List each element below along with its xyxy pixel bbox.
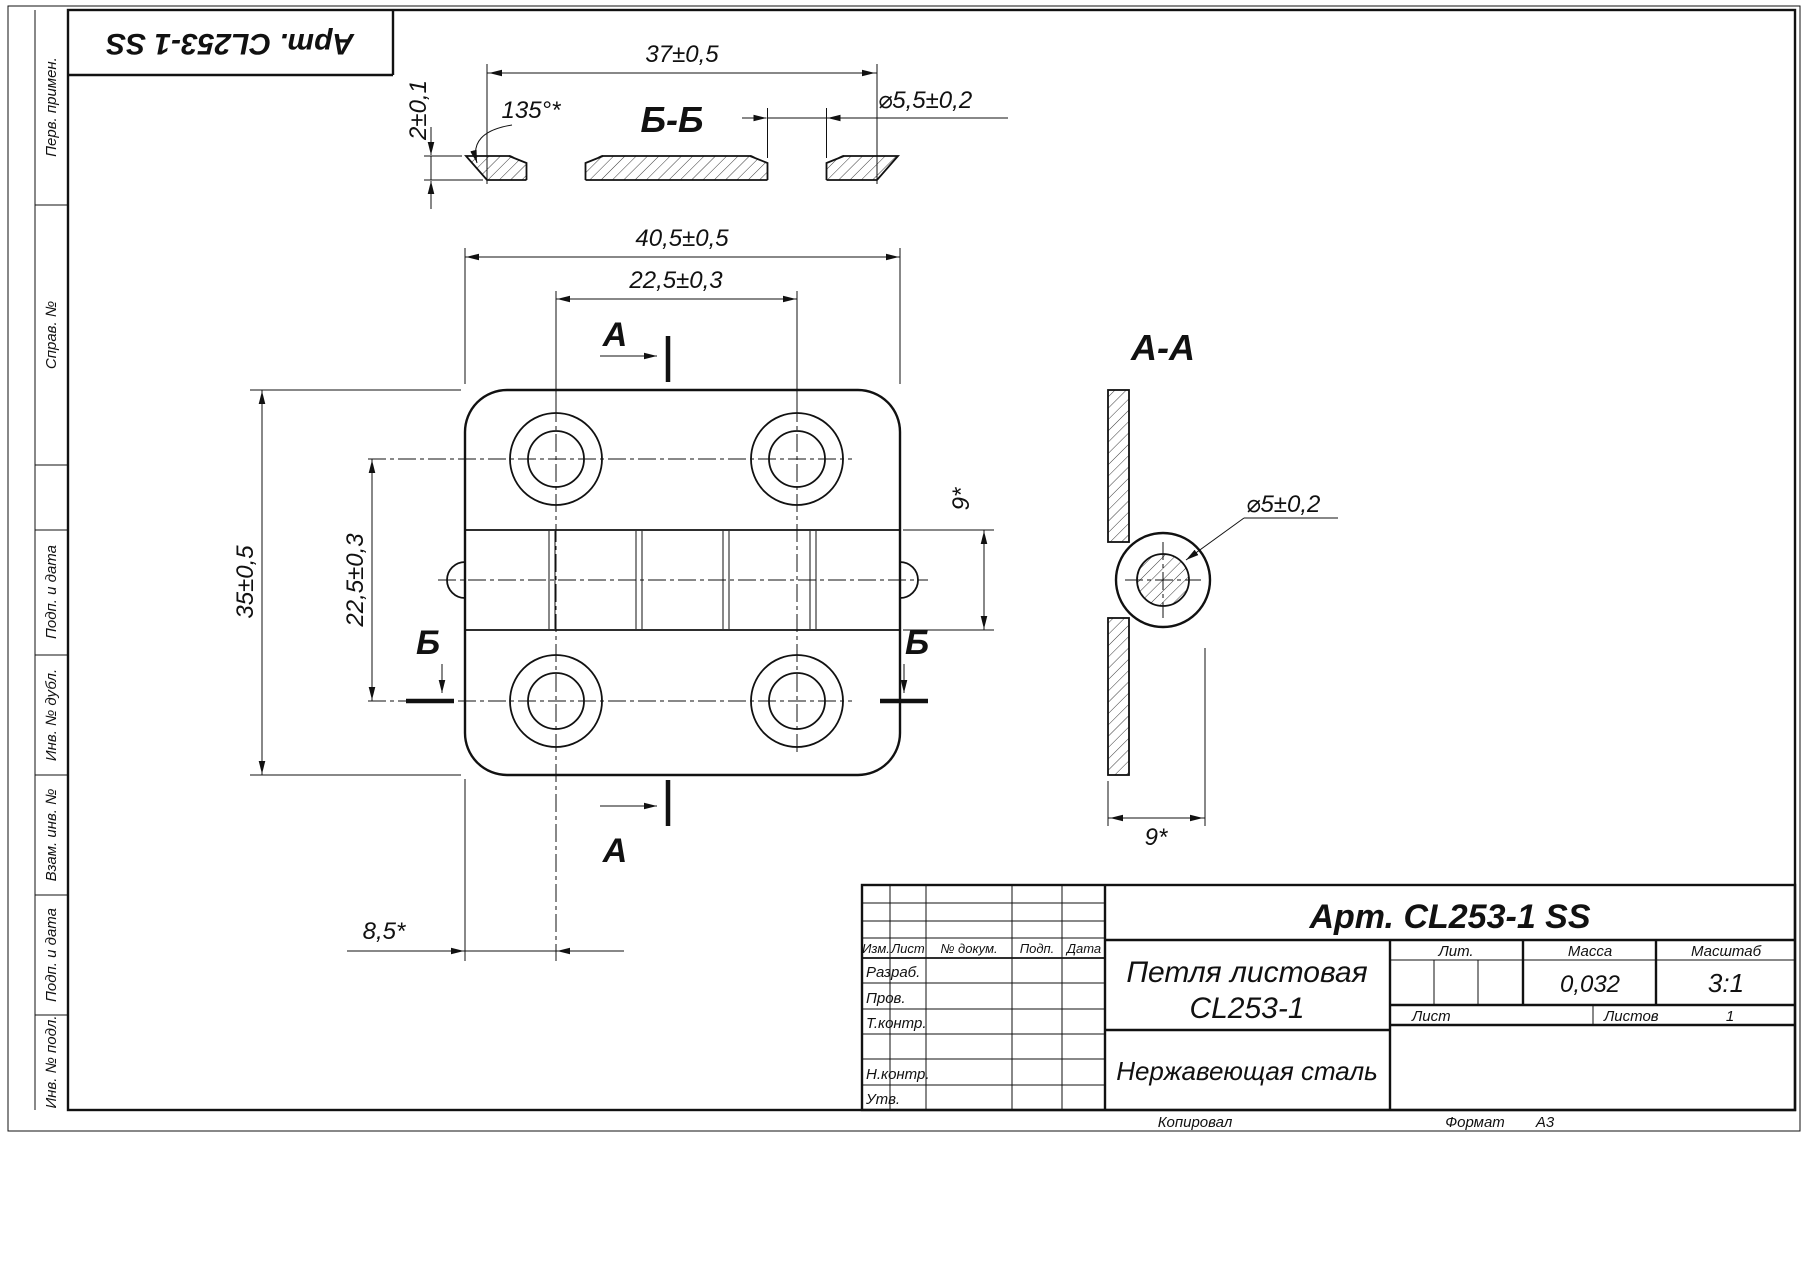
- margin-label-inv-podl: Инв. № подл.: [43, 1015, 60, 1108]
- tb-sheet-label: Лист: [1411, 1008, 1451, 1025]
- margin-column: Перв. примен. Справ. № Подп. и дата Инв.…: [43, 57, 60, 1108]
- section-bb-view: 37±0,5 2±0,1 135°* ⌀5,5±0,2 Б-Б: [405, 41, 1008, 209]
- cut-mark-a-top: А: [600, 316, 671, 382]
- dim-front-hole-offset: 8,5*: [363, 918, 406, 945]
- tb-product-name-line1: Петля листовая: [1126, 956, 1367, 989]
- tb-row-utv: Утв.: [865, 1091, 900, 1108]
- dim-bb-angle: 135°*: [502, 97, 562, 124]
- section-aa-view: А-А ⌀5±0,2 9*: [1107, 327, 1338, 851]
- rotated-stamp: Арт. CL253-1 SS: [68, 10, 395, 77]
- front-view: 40,5±0,5 22,5±0,3 35±0,5 22,5±0,3 9* 8,5: [232, 225, 994, 961]
- dim-front-hole-pitch-x: 22,5±0,3: [628, 267, 723, 294]
- tb-col-izm: Изм.: [862, 941, 890, 956]
- bb-hole-gap-right: [750, 154, 844, 182]
- title-block: Изм. Лист № докум. Подп. Дата Разраб. Пр…: [860, 883, 1797, 1112]
- section-aa-label: А-А: [1130, 327, 1195, 368]
- bb-hole-edges-left: [508, 155, 604, 180]
- footer-format-label: Формат: [1445, 1114, 1505, 1131]
- stamp-text: Арт. CL253-1 SS: [106, 27, 355, 60]
- tb-scale-value: 3:1: [1708, 968, 1744, 998]
- footer-copied: Копировал: [1158, 1114, 1233, 1131]
- margin-label-perv-primen: Перв. примен.: [43, 57, 60, 157]
- cut-a-top-label: А: [602, 316, 628, 354]
- tb-col-list: Лист: [890, 941, 925, 956]
- dim-bb-thickness: 2±0,1: [405, 80, 432, 141]
- tb-row-razrab: Разраб.: [866, 964, 920, 981]
- cut-a-bottom-label: А: [602, 832, 628, 870]
- bb-hole-gap-left: [509, 154, 603, 182]
- tb-product-name-line2: CL253-1: [1189, 992, 1304, 1025]
- tb-row-prov: Пров.: [866, 990, 906, 1007]
- title-block-grid: [862, 885, 1795, 1110]
- tb-sheets-value: 1: [1726, 1008, 1734, 1025]
- tb-col-data: Дата: [1065, 941, 1101, 956]
- footer-format-value: А3: [1535, 1114, 1555, 1131]
- section-bb-label: Б-Б: [641, 99, 704, 140]
- tb-col-dokum: № докум.: [940, 941, 997, 956]
- margin-label-sprav-no: Справ. №: [43, 301, 60, 369]
- tb-material: Нержавеющая сталь: [1116, 1056, 1378, 1086]
- tb-sheets-label: Листов: [1603, 1008, 1659, 1025]
- pin-dia-leader: [1185, 517, 1245, 561]
- dim-front-width: 40,5±0,5: [635, 225, 729, 252]
- cut-b-right-label: Б: [905, 624, 929, 662]
- angle-leader: [470, 124, 513, 164]
- cut-mark-a-bottom: А: [600, 780, 671, 870]
- margin-label-vzam-inv: Взам. инв. №: [43, 789, 60, 882]
- tb-row-nkontr: Н.контр.: [866, 1066, 930, 1083]
- margin-label-podp-data-1: Подп. и дата: [43, 545, 60, 639]
- tb-scale-label: Масштаб: [1691, 943, 1762, 960]
- aa-plate-bottom: [1107, 617, 1130, 776]
- dim-bb-width: 37±0,5: [645, 41, 719, 68]
- cut-b-left-label: Б: [416, 624, 440, 662]
- tb-designation: Арт. CL253-1 SS: [1308, 898, 1590, 936]
- aa-plate-top: [1107, 389, 1130, 543]
- bb-hole-edges-right: [749, 155, 845, 180]
- footer-margin: Копировал Формат А3: [1158, 1114, 1555, 1131]
- margin-label-inv-dubl: Инв. № дубл.: [43, 669, 60, 761]
- centerlines: [368, 404, 928, 961]
- tb-col-podp: Подп.: [1020, 941, 1055, 956]
- dim-front-hole-pitch-y: 22,5±0,3: [342, 533, 369, 628]
- dim-aa-leaf-width: 9*: [1145, 824, 1168, 851]
- dim-front-height: 35±0,5: [232, 545, 259, 619]
- cut-mark-b-right: Б: [880, 624, 929, 704]
- dim-aa-pin-dia: ⌀5±0,2: [1246, 491, 1320, 518]
- tb-lit-label: Лит.: [1437, 943, 1473, 960]
- tb-mass-label: Масса: [1568, 943, 1612, 960]
- margin-label-podp-data-2: Подп. и дата: [43, 908, 60, 1002]
- dim-front-knuckle-width: 9*: [948, 487, 975, 510]
- tb-row-tkontr: Т.контр.: [866, 1015, 927, 1032]
- dim-bb-hole-dia: ⌀5,5±0,2: [878, 87, 972, 114]
- cut-mark-b-left: Б: [406, 624, 454, 704]
- tb-mass-value: 0,032: [1560, 971, 1620, 998]
